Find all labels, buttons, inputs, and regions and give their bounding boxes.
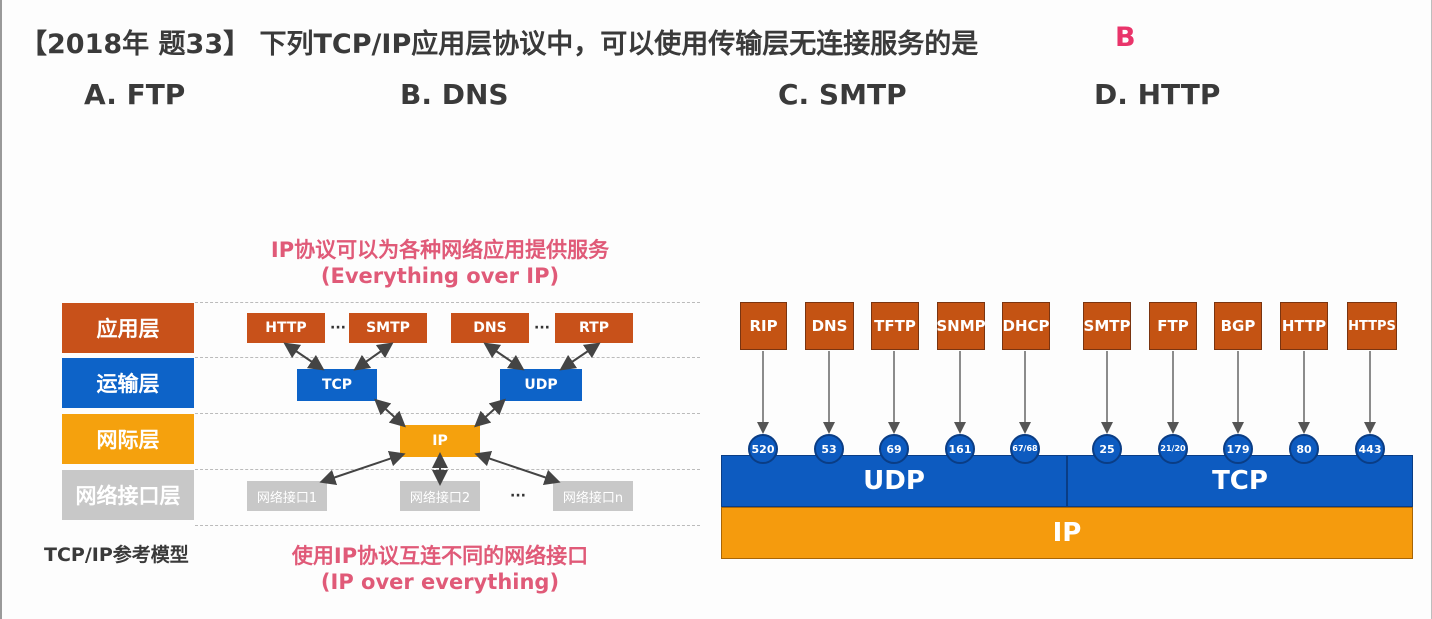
interface-box-2: 网络接口2 bbox=[400, 481, 480, 511]
layer-divider bbox=[195, 302, 700, 303]
port-80: 80 bbox=[1289, 434, 1319, 464]
app-ellipsis: ··· bbox=[330, 320, 346, 336]
top-caption: IP协议可以为各种网络应用提供服务 bbox=[270, 238, 610, 262]
port-53: 53 bbox=[814, 434, 844, 464]
port-443: 443 bbox=[1355, 434, 1385, 464]
port-179: 179 bbox=[1223, 434, 1253, 464]
option-b: B. DNS bbox=[400, 78, 509, 111]
tcp-bar: TCP bbox=[1067, 455, 1413, 507]
layer-transport: 运输层 bbox=[62, 358, 194, 408]
ip-bar: IP bbox=[721, 507, 1413, 559]
bottom-caption: 使用IP协议互连不同的网络接口 bbox=[291, 544, 589, 568]
arrow-ip-if1 bbox=[319, 450, 406, 486]
answer-mark: B bbox=[1115, 22, 1136, 53]
frame-left-border bbox=[0, 0, 2, 619]
proto-smtp: SMTP bbox=[1083, 302, 1131, 350]
proto-dns: DNS bbox=[805, 302, 854, 350]
port-161: 161 bbox=[945, 434, 975, 464]
port-25: 25 bbox=[1092, 434, 1122, 464]
layer-network: 网际层 bbox=[62, 414, 194, 464]
proto-http: HTTP bbox=[1280, 302, 1328, 350]
transport-box-tcp: TCP bbox=[297, 369, 377, 401]
arrow-ip-ifn bbox=[474, 450, 561, 486]
port-69: 69 bbox=[879, 434, 909, 464]
app-ellipsis: ··· bbox=[534, 320, 550, 336]
proto-ftp: FTP bbox=[1149, 302, 1197, 350]
port-67-68: 67/68 bbox=[1010, 434, 1040, 464]
bottom-caption-en: (IP over everything) bbox=[320, 570, 560, 594]
proto-https: HTTPS bbox=[1347, 302, 1397, 350]
layer-divider bbox=[195, 525, 700, 526]
proto-rip: RIP bbox=[740, 302, 787, 350]
question-text: 【2018年 题33】 下列TCP/IP应用层协议中，可以使用传输层无连接服务的… bbox=[20, 29, 979, 60]
layer-divider bbox=[195, 469, 700, 470]
layer-interface: 网络接口层 bbox=[62, 470, 194, 520]
port-520: 520 bbox=[748, 434, 778, 464]
option-d: D. HTTP bbox=[1094, 78, 1221, 111]
transport-box-udp: UDP bbox=[500, 369, 582, 401]
interface-box-n: 网络接口n bbox=[553, 481, 633, 511]
proto-tftp: TFTP bbox=[871, 302, 919, 350]
top-caption-en: (Everything over IP) bbox=[320, 264, 560, 288]
app-box-rtp: RTP bbox=[555, 313, 633, 343]
interface-box-1: 网络接口1 bbox=[247, 481, 327, 511]
interface-ellipsis: ··· bbox=[510, 488, 526, 504]
proto-snmp: SNMP bbox=[936, 302, 986, 350]
app-box-smtp: SMTP bbox=[349, 313, 427, 343]
app-box-dns: DNS bbox=[451, 313, 529, 343]
port-21-20: 21/20 bbox=[1158, 434, 1188, 464]
network-box-ip: IP bbox=[400, 425, 480, 457]
model-label: TCP/IP参考模型 bbox=[44, 544, 189, 566]
option-c: C. SMTP bbox=[778, 78, 907, 111]
layer-application: 应用层 bbox=[62, 303, 194, 353]
option-a: A. FTP bbox=[84, 78, 186, 111]
layer-divider bbox=[195, 357, 700, 358]
layer-divider bbox=[195, 413, 700, 414]
app-box-http: HTTP bbox=[247, 313, 325, 343]
proto-dhcp: DHCP bbox=[1002, 302, 1050, 350]
proto-bgp: BGP bbox=[1214, 302, 1262, 350]
